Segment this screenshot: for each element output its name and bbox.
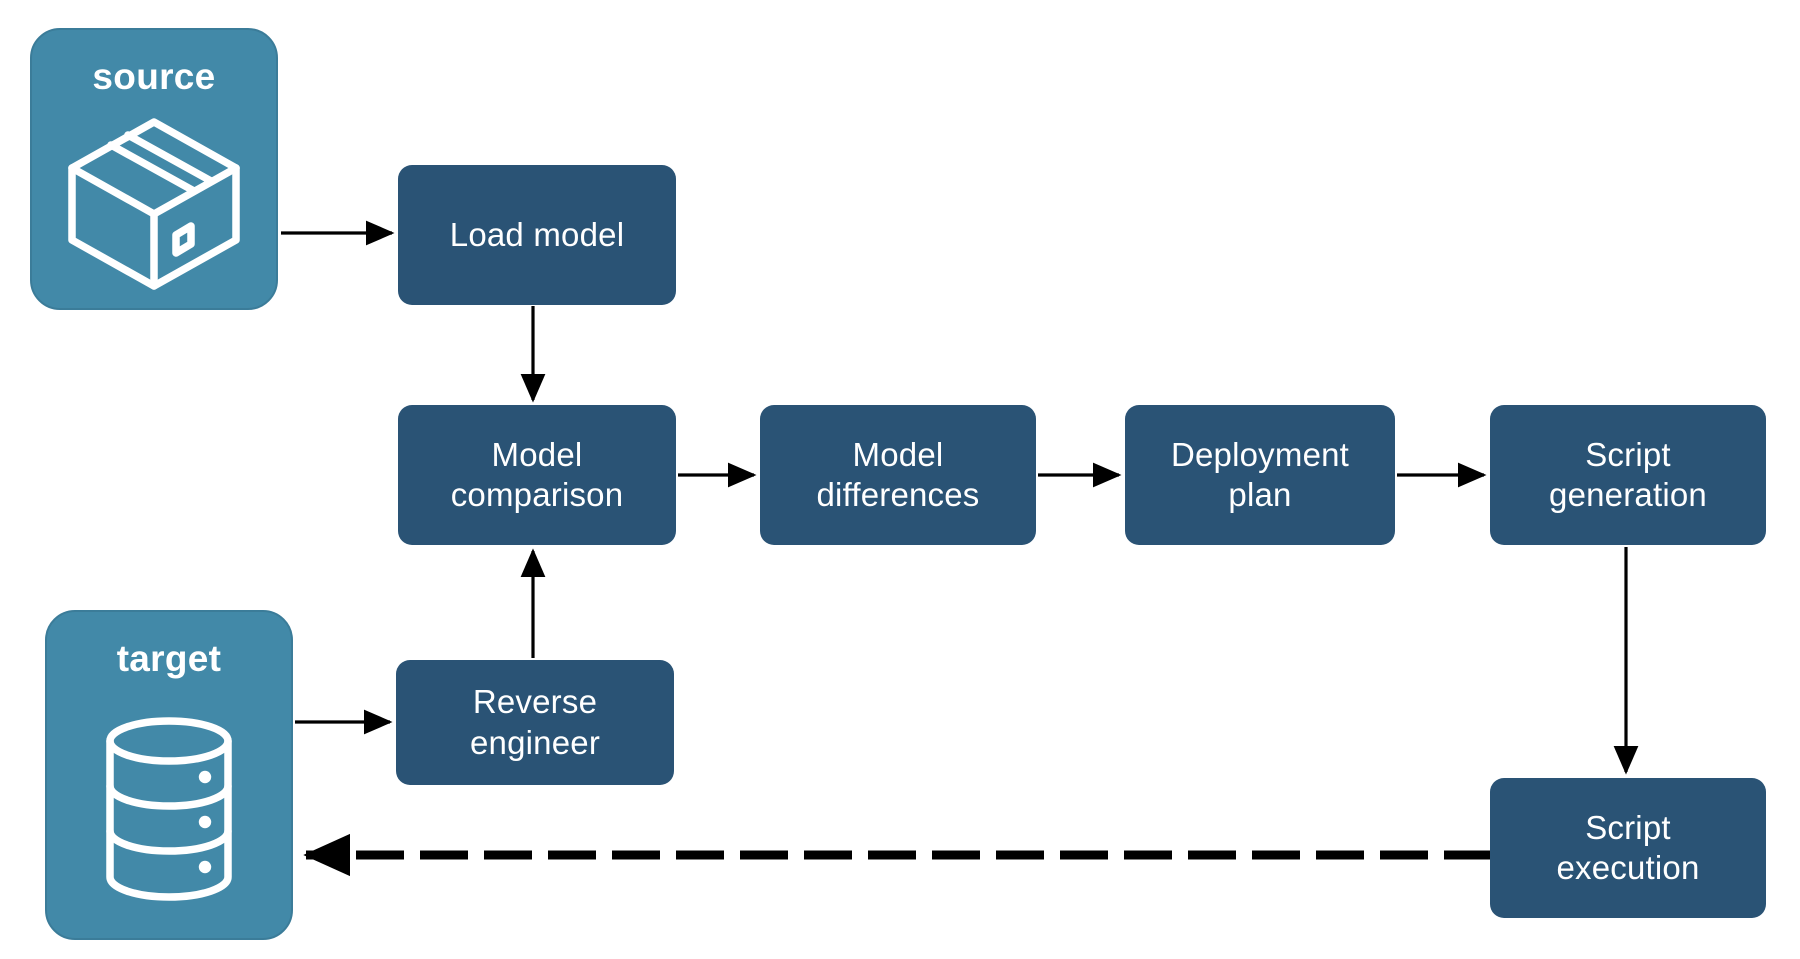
process-deployment-plan[interactable]: Deployment plan [1125, 405, 1395, 545]
process-load-model-label: Load model [449, 215, 625, 253]
process-script-execution[interactable]: Script execution [1490, 778, 1766, 918]
process-deployment-plan-label: Deployment plan [1170, 435, 1350, 513]
process-load-model[interactable]: Load model [398, 165, 676, 305]
process-model-differences-label: Model differences [816, 435, 980, 513]
endpoint-target[interactable]: target [45, 610, 293, 940]
process-model-comparison[interactable]: Model comparison [398, 405, 676, 545]
database-cylinder-icon [47, 680, 291, 938]
process-reverse-engineer[interactable]: Reverse engineer [396, 660, 674, 785]
endpoint-source-label: source [92, 56, 216, 97]
process-model-differences[interactable]: Model differences [760, 405, 1036, 545]
process-script-generation[interactable]: Script generation [1490, 405, 1766, 545]
endpoint-target-label: target [116, 638, 222, 679]
package-box-icon [32, 98, 276, 308]
process-model-comparison-label: Model comparison [450, 435, 624, 513]
process-script-generation-label: Script generation [1549, 435, 1707, 513]
process-reverse-engineer-label: Reverse engineer [469, 683, 601, 761]
endpoint-source[interactable]: source [30, 28, 278, 310]
process-script-execution-label: Script execution [1556, 808, 1700, 886]
